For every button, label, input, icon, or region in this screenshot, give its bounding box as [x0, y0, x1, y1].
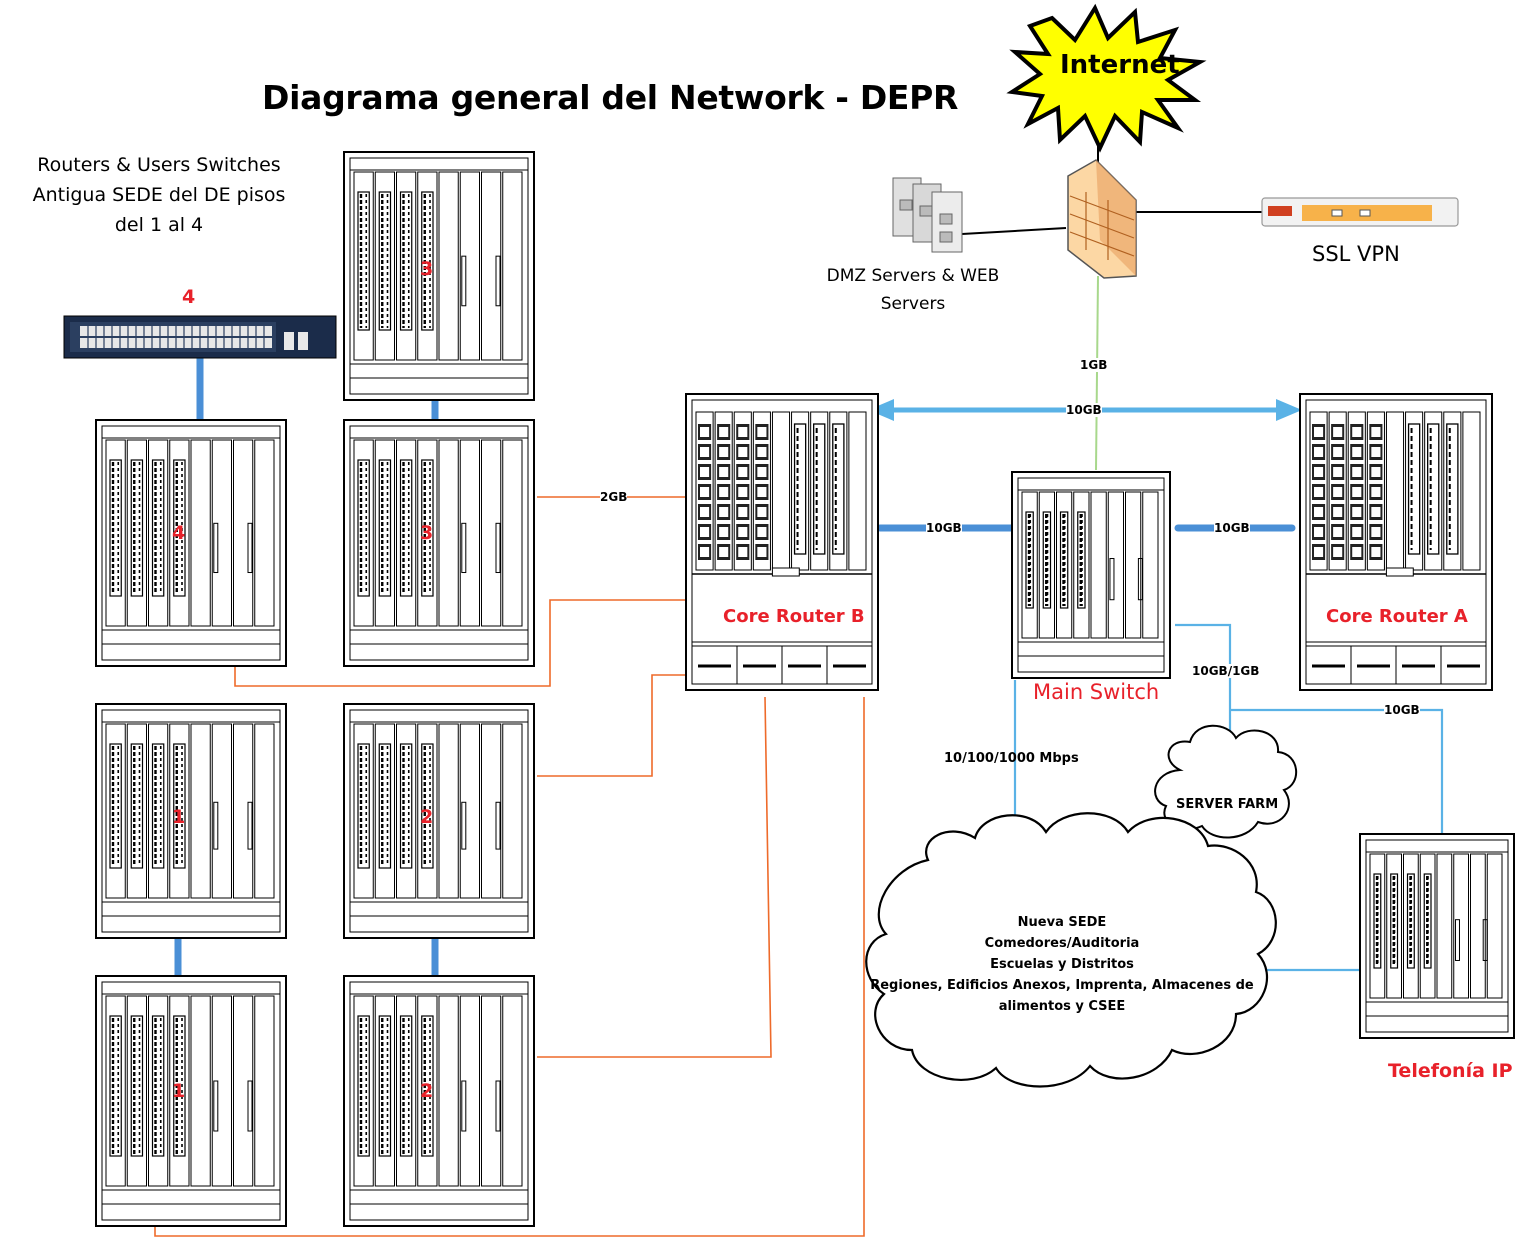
switch-floor4	[63, 315, 337, 359]
cloud-line3: Escuelas y Distritos	[990, 957, 1134, 972]
cloud-line1: Nueva SEDE	[1017, 915, 1107, 930]
link-floor2b-core-b	[537, 696, 772, 1058]
chassis-floor1	[95, 975, 287, 1227]
page-title: Diagrama general del Network - DEPR	[262, 78, 959, 117]
cloud-line5: alimentos y CSEE	[998, 999, 1126, 1014]
internet-icon	[1006, 3, 1207, 153]
ssl-vpn-icon	[1261, 197, 1459, 227]
chassis-floor3	[343, 419, 535, 667]
link-label-floor3-core-b: 2GB	[600, 490, 628, 504]
link-label-fw-switch: 1GB	[1080, 358, 1108, 372]
link-label-switch-core-a: 10GB	[1214, 521, 1250, 535]
main-switch-label: Main Switch	[1033, 680, 1160, 704]
link-fw-switch	[1095, 275, 1099, 471]
chassis-floor3-top	[343, 151, 535, 401]
dmz-servers-icon	[892, 177, 963, 253]
legacy-note-line2: Antigua SEDE del DE pisos	[32, 184, 286, 206]
core-router-a-label: Core Router A	[1326, 606, 1468, 627]
floor-number-chassis-f: 1	[172, 1080, 186, 1102]
dmz-label-line2: Servers	[880, 294, 946, 314]
dmz-label-line1: DMZ Servers & WEB	[826, 266, 1000, 286]
core-router-b-label: Core Router B	[723, 606, 865, 627]
firewall-icon	[1067, 159, 1137, 279]
link-label-farm-telefonia: 10GB	[1384, 703, 1420, 717]
link-floor4-core-b	[234, 599, 697, 687]
core-router-b	[685, 393, 879, 691]
chassis-floor2	[343, 975, 535, 1227]
legacy-note-line1: Routers & Users Switches	[37, 154, 281, 176]
campus-cloud	[865, 812, 1277, 1088]
floor-number-chassis-a: 4	[172, 522, 186, 544]
telefonia-label: Telefonía IP	[1388, 1060, 1513, 1082]
floor-number-switch-top: 4	[182, 286, 196, 308]
floor-number-chassis-g: 2	[420, 1080, 434, 1102]
ssl-vpn-label: SSL VPN	[1312, 242, 1400, 266]
orange-links	[154, 496, 865, 1237]
server-farm-label: SERVER FARM	[1176, 797, 1279, 812]
link-floor1-core-b	[154, 697, 865, 1237]
chassis-floor4	[95, 419, 287, 667]
main-switch	[1011, 471, 1171, 679]
link-floor2-core-b	[537, 674, 687, 777]
dmz-label: DMZ Servers & WEB Servers	[806, 262, 1020, 318]
link-label-switch-cloud: 10/100/1000 Mbps	[944, 751, 1079, 766]
floor-number-chassis-c: 3	[420, 522, 434, 544]
floor-number-chassis-e: 2	[420, 806, 434, 828]
link-switch-farm	[1175, 623, 1232, 760]
chassis-floor1-top	[95, 703, 287, 939]
telefonia-ip-chassis	[1359, 833, 1515, 1039]
cloud-label: Nueva SEDE Comedores/Auditoria Escuelas …	[862, 912, 1262, 1017]
link-label-core-b-switch: 10GB	[926, 521, 962, 535]
internet-label: Internet	[1060, 50, 1180, 80]
floor-number-chassis-b: 3	[420, 258, 434, 280]
lightblue-links	[1013, 623, 1444, 972]
link-farm-telefonia	[1230, 708, 1444, 838]
legacy-note: Routers & Users Switches Antigua SEDE de…	[6, 150, 312, 240]
floor-number-chassis-d: 1	[172, 806, 186, 828]
link-label-switch-farm: 10GB/1GB	[1192, 664, 1260, 678]
legacy-note-line3: del 1 al 4	[114, 214, 204, 236]
cloud-line4: Regiones, Edificios Anexos, Imprenta, Al…	[870, 978, 1254, 993]
link-label-core-trunk: 10GB	[1066, 403, 1102, 417]
core-router-a	[1299, 393, 1493, 691]
chassis-floor2-top	[343, 703, 535, 939]
cloud-line2: Comedores/Auditoria	[984, 936, 1140, 951]
